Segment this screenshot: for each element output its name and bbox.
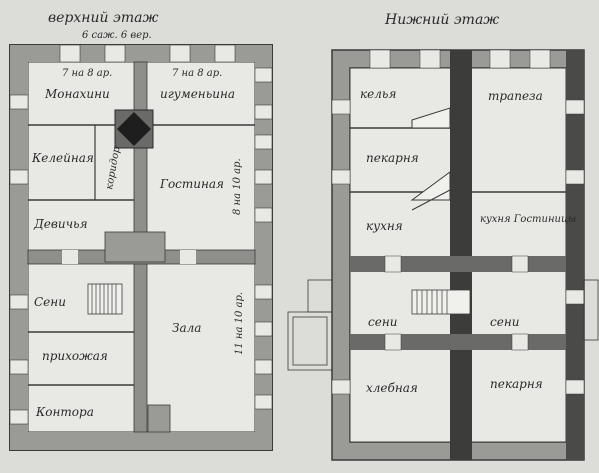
room-great-hall-label: Зала xyxy=(172,321,201,335)
upper-stove-2 xyxy=(104,231,166,263)
upper-stove-3 xyxy=(147,404,171,433)
lower-right-porch xyxy=(583,279,599,341)
room-bakery-bottom-label: пекарня xyxy=(490,377,543,391)
upper-left-windows xyxy=(9,94,29,425)
lower-floor-plan xyxy=(287,49,599,461)
lower-left-porch xyxy=(287,279,333,371)
room-entrance-right-label: сени xyxy=(490,315,519,329)
upper-floor-title: верхний этаж xyxy=(48,10,158,26)
room-hall-small-label: Девичья xyxy=(33,217,88,231)
upper-staircase xyxy=(87,283,123,315)
lower-floor-title: Нижний этаж xyxy=(384,12,499,28)
lower-ovens xyxy=(410,107,451,211)
upper-stair-steps xyxy=(91,284,117,314)
lower-door-2 xyxy=(511,255,529,273)
room-kitchen-label: кухня xyxy=(366,219,403,233)
lower-door-1 xyxy=(384,255,402,273)
upper-door-1 xyxy=(62,250,78,264)
room-refectory-label: трапеза xyxy=(488,89,543,103)
upper-right-windows xyxy=(254,67,273,410)
lower-staircase xyxy=(411,289,471,315)
room-entrance-label: Сени xyxy=(34,295,66,309)
lower-door-3 xyxy=(384,333,402,351)
upper-floor-dims: 6 саж. 6 вер. xyxy=(82,30,152,41)
room-office-label: Контора xyxy=(35,405,94,419)
lower-door-4 xyxy=(511,333,529,351)
upper-stove-core xyxy=(117,112,151,146)
lower-windows xyxy=(331,49,585,395)
room-abbess-dim: 7 на 8 ар. xyxy=(172,68,222,79)
room-guest-label: Гостиная xyxy=(159,177,224,191)
room-monastic-label: Монахини xyxy=(44,87,110,101)
room-vestibule-label: прихожая xyxy=(42,349,108,363)
room-cellar-label: келья xyxy=(360,87,396,101)
room-guest-kitchen-label: кухня Гостиницы xyxy=(480,214,576,225)
upper-floor-plan xyxy=(9,44,273,451)
room-cell-label: Келейная xyxy=(31,151,94,165)
lower-wall-h-low xyxy=(350,334,566,350)
room-great-hall-dim: 11 на 10 ар. xyxy=(234,292,245,355)
lower-right-wall xyxy=(566,50,584,460)
lower-stair-steps xyxy=(416,290,448,314)
lower-wall-h-mid xyxy=(350,256,566,272)
room-entrance-left-label: сени xyxy=(368,315,397,329)
room-abbess-label: игуменьина xyxy=(160,87,235,101)
room-bread-label: хлебная xyxy=(366,381,418,395)
room-guest-dim: 8 на 10 ар. xyxy=(232,158,243,215)
lower-center-wall xyxy=(450,50,472,460)
room-bakery-top-label: пекарня xyxy=(366,151,419,165)
upper-door-2 xyxy=(180,250,196,264)
room-monastic-dim: 7 на 8 ар. xyxy=(62,68,112,79)
upper-top-windows xyxy=(59,44,236,63)
